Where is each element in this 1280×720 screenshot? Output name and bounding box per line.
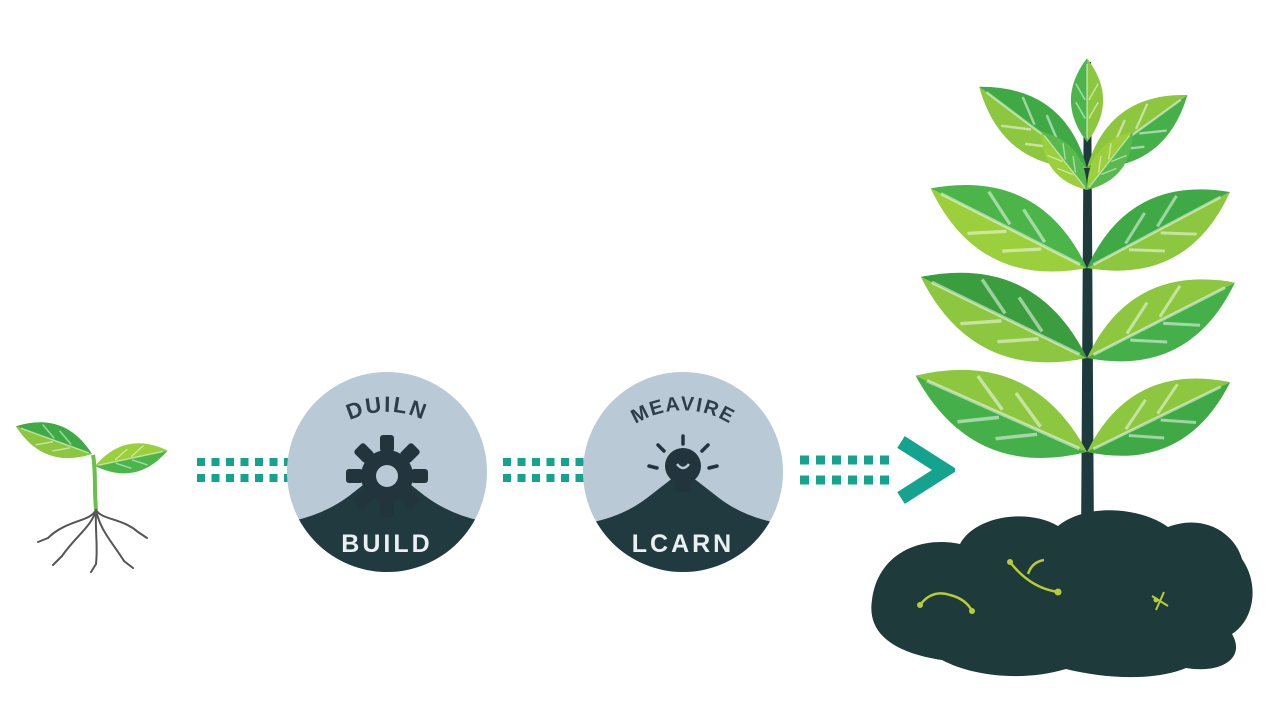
plant-leaves [900,58,1250,486]
stage-badge-learn: MEAVIRE LCARN [583,372,783,572]
badge-label: BUILD [341,530,432,558]
badge-label: LCARN [632,530,735,558]
badge-dark-wave [583,470,783,572]
seedling-leaf-right [92,436,171,480]
dotted-arrow-icon-3 [800,436,955,504]
badge-dark-wave [287,466,487,572]
soil-icon [871,510,1253,678]
seedling-leaf-left [10,411,98,469]
stage-badge-build: DUILN BUILD [287,372,487,572]
seedling-icon [10,411,171,573]
gear-icon [346,435,428,517]
mature-plant-icon [871,58,1253,678]
seedling-roots [37,509,148,573]
seedling-stem [91,454,98,511]
soil-root-marks-icon [917,558,1169,614]
lightbulb-icon [647,434,719,492]
